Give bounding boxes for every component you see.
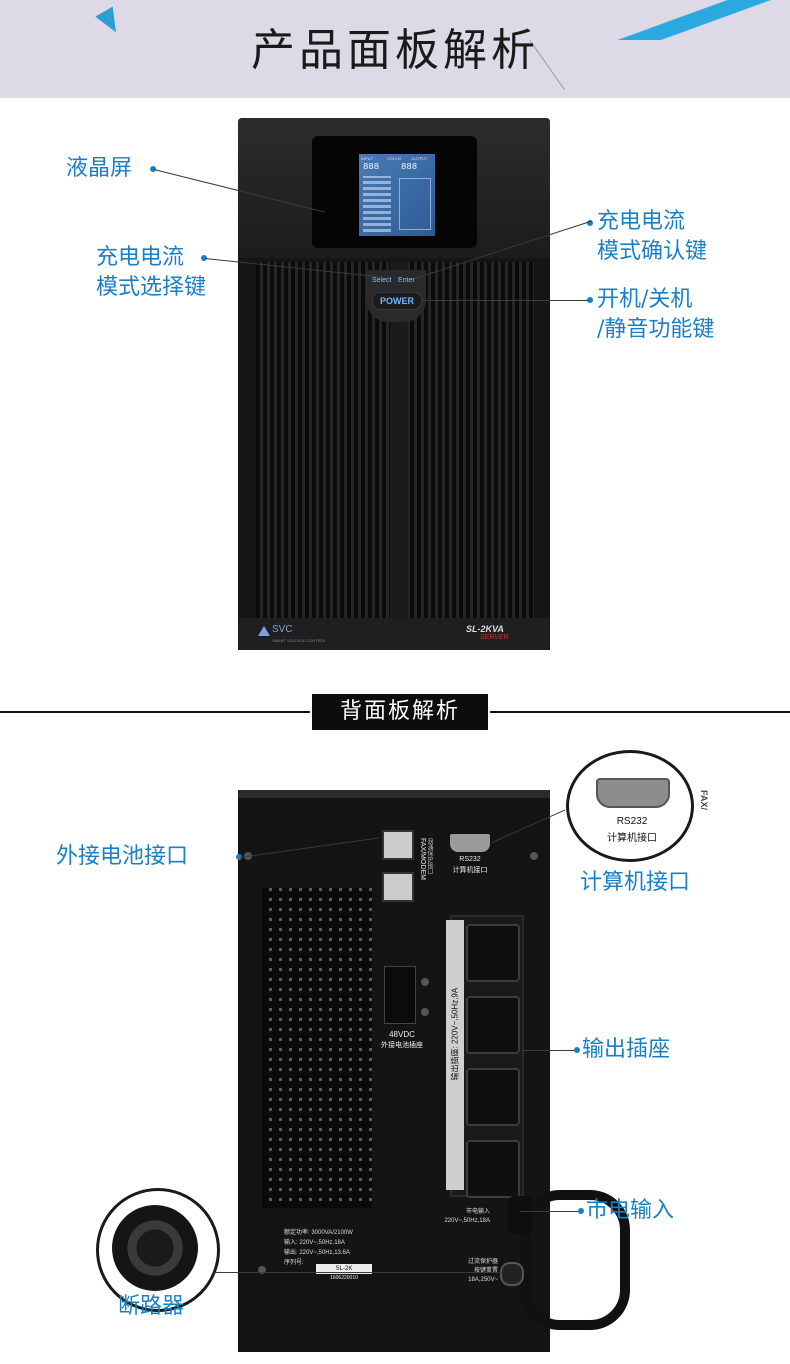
pointer-line	[214, 1272, 502, 1273]
screw	[530, 852, 538, 860]
pointer-dot	[578, 1208, 584, 1214]
screw	[421, 1008, 429, 1016]
rs232-zoom-port	[596, 778, 670, 808]
rs232-label: RS232	[459, 856, 481, 863]
divider-line-left	[0, 711, 310, 713]
breaker-cn-label: 过流保护器	[467, 1259, 498, 1265]
model-series: SERVER	[480, 634, 509, 641]
pointer-line	[422, 300, 588, 301]
rs232-zoom-label: RS232	[616, 816, 648, 827]
socket-strip-text: 输出插座: 220V~,50Hz,9A	[450, 987, 460, 1081]
output-socket[interactable]	[466, 924, 520, 982]
power-cable	[520, 1190, 630, 1330]
rear-vent-grid	[262, 888, 372, 1208]
mains-spec-label: 220V~,50Hz,18A	[444, 1218, 490, 1224]
divider-line-right	[490, 711, 790, 713]
breaker-knob	[112, 1205, 198, 1291]
pointer-dot	[587, 220, 593, 226]
power-button[interactable]: POWER	[372, 292, 422, 310]
mains-input-plug[interactable]	[508, 1196, 532, 1234]
rating-line: 序列号:	[284, 1260, 304, 1266]
pointer-dot	[587, 297, 593, 303]
pointer-dot	[236, 854, 242, 860]
pointer-dot	[201, 255, 207, 261]
label-charge-select-1: 充电电流	[96, 245, 185, 270]
lcd-bars	[363, 176, 391, 232]
battery-socket[interactable]	[384, 966, 416, 1024]
screw	[421, 978, 429, 986]
label-charge-select-2: 模式选择键	[96, 275, 207, 300]
rating-line: 输出: 220V~,50Hz,13.6A	[284, 1250, 350, 1256]
label-breaker: 断路器	[118, 1294, 185, 1319]
ups-front-base	[238, 618, 550, 650]
select-button[interactable]: Select	[372, 277, 392, 284]
label-ext-battery: 外接电池接口	[56, 844, 189, 869]
lcd-digits: 888	[401, 162, 418, 172]
model-name: SL-2KVA	[466, 624, 504, 634]
brand-tagline: SMART VOLTAGE CONTROL	[272, 638, 326, 643]
front-center-panel	[390, 262, 408, 618]
output-socket[interactable]	[466, 1140, 520, 1198]
battery-cn-label: 外接电池插座	[381, 1042, 423, 1049]
screw	[258, 1266, 266, 1274]
page-title: 产品面板解析	[251, 25, 539, 76]
rs232-cn-label: 计算机接口	[452, 867, 488, 874]
label-lcd: 液晶屏	[66, 156, 133, 181]
breaker-spec-label: 18A,250V~	[468, 1277, 498, 1283]
output-socket[interactable]	[466, 1068, 520, 1126]
pointer-line	[522, 1050, 574, 1051]
ups-back-top	[238, 790, 550, 798]
rating-plate: 额定功率: 3000VA/2100W 输入: 220V~,50Hz,18A 输出…	[284, 1228, 404, 1268]
pointer-line	[520, 1211, 578, 1212]
rj11-port[interactable]	[382, 872, 414, 902]
rating-line: 额定功率: 3000VA/2100W	[284, 1230, 353, 1236]
label-power-1: 开机/关机	[597, 287, 693, 312]
label-mains-input: 市电输入	[586, 1198, 675, 1223]
rating-line: 输入: 220V~,50Hz,18A	[284, 1240, 345, 1246]
rs232-zoom-cn-label: 计算机接口	[607, 833, 657, 844]
label-charge-confirm-2: 模式确认键	[597, 239, 708, 264]
breaker-info: 过流保护器 按键重置 18A,250V~	[436, 1258, 498, 1285]
output-socket[interactable]	[466, 996, 520, 1054]
mains-info: 市电输入 220V~,50Hz,18A	[420, 1208, 490, 1226]
pointer-dot	[574, 1047, 580, 1053]
mains-cn-label: 市电输入	[465, 1209, 490, 1215]
lcd-icons	[399, 178, 431, 230]
brand-logo-icon	[258, 626, 270, 636]
section-title: 背面板解析	[312, 694, 488, 730]
enter-button[interactable]: Enter	[398, 277, 415, 284]
fax-corner-label: FAX/	[699, 790, 709, 811]
label-computer-port: 计算机接口	[580, 870, 691, 895]
socket-label-strip	[446, 920, 464, 1190]
serial-label: SL-2K	[316, 1264, 372, 1274]
serial-number: 1606220010	[330, 1275, 358, 1281]
label-power-2: /静音功能键	[597, 317, 715, 342]
brand-name: SVC	[272, 624, 293, 635]
label-charge-confirm-1: 充电电流	[597, 209, 686, 234]
decor-stripe	[610, 0, 790, 40]
pointer-dot	[150, 166, 156, 172]
lcd-output-label: OUTPUT	[411, 156, 428, 161]
battery-voltage-label: 48VDC	[389, 1030, 415, 1039]
lcd-digits: 888	[363, 162, 380, 172]
breaker-cn-label: 按键重置	[473, 1268, 498, 1274]
label-output-socket: 输出插座	[582, 1037, 671, 1062]
lcd-input-label: INPUT	[361, 156, 373, 161]
lcd-display: INPUT VOL/HZ OUTPUT 888 888	[359, 154, 435, 236]
fax-modem-label: FAX/MODEM	[419, 838, 426, 881]
lcd-vol-label: VOL/HZ	[387, 156, 402, 161]
fax-modem-cn-label: 浪涌保护接口	[426, 838, 432, 874]
breaker-button[interactable]	[500, 1262, 524, 1286]
rj11-port[interactable]	[382, 830, 414, 860]
rs232-port[interactable]	[450, 834, 490, 852]
